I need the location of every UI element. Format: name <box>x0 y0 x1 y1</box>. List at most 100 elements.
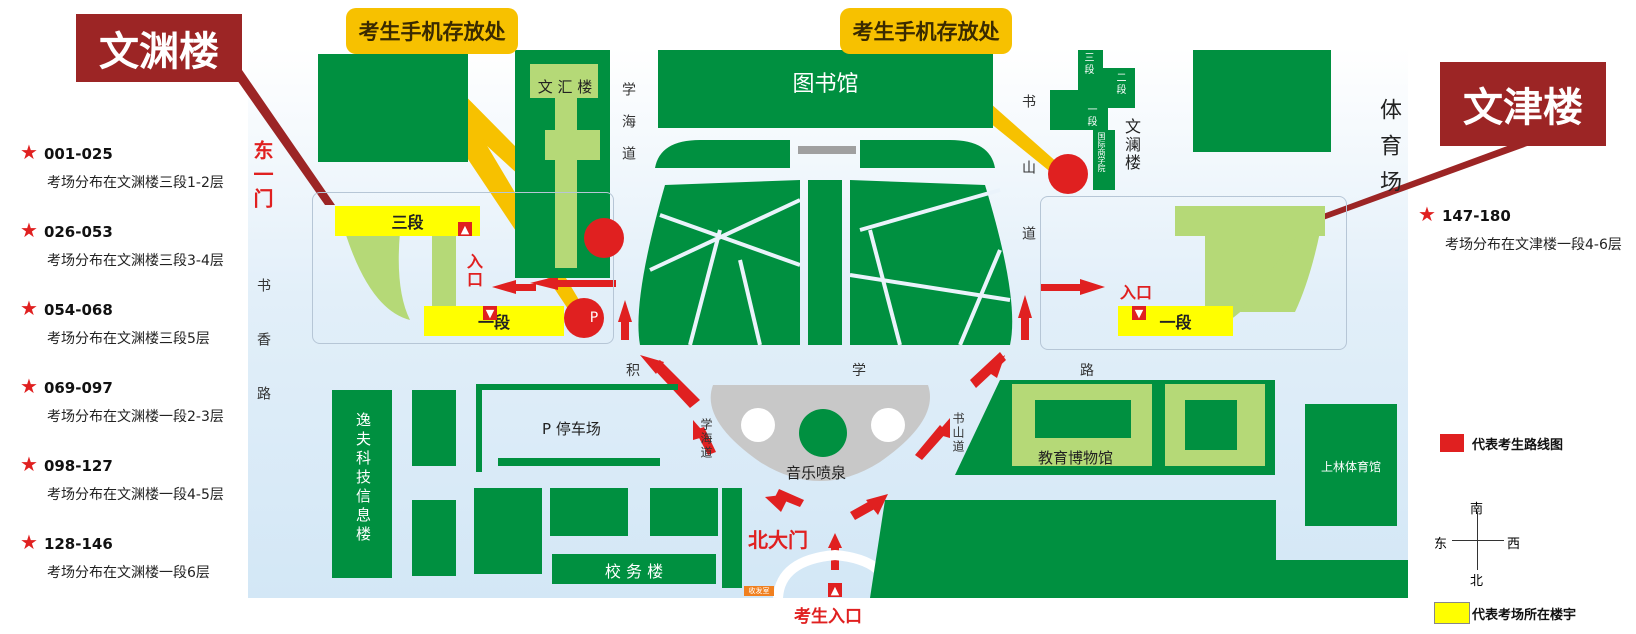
exam-code: 069-097 <box>43 379 113 397</box>
exam-item: ★ 128-146 考场分布在文渊楼一段6层 <box>20 530 260 582</box>
route-legend-swatch <box>1440 434 1464 452</box>
compass-north: 北 <box>1470 574 1484 589</box>
entrance-left-label: 入口 <box>467 252 484 289</box>
exam-item: ★ 054-068 考场分布在文渊楼三段5层 <box>20 296 260 348</box>
wenyuan-seg3-label: 三段 <box>391 213 424 232</box>
wenjin-outline <box>1040 196 1347 350</box>
xiaowu-label: 校 务 楼 <box>604 562 664 581</box>
candidate-entrance-label: 考生入口 <box>794 607 862 627</box>
up-arrow-icon: ▲ <box>458 222 472 236</box>
star-icon: ★ <box>20 374 38 398</box>
wenlan-seg3 <box>1078 50 1103 90</box>
reception-label: 收发室 <box>744 586 774 596</box>
xiaowu-building <box>552 554 716 584</box>
star-icon: ★ <box>20 140 38 164</box>
wenjin-callout-text: 文津楼 <box>1463 85 1583 131</box>
exam-item-right: ★147-180 考场分布在文津楼一段4-6层 <box>1418 202 1636 254</box>
phone-callout-text: 考生手机存放处 <box>852 20 1000 44</box>
wenhui-wing <box>545 130 600 160</box>
building-legend-label: 代表考场所在楼宇 <box>1472 608 1577 623</box>
exam-code: 054-068 <box>43 301 113 319</box>
parking-label: P 停车场 <box>542 420 601 438</box>
yifu-label: 逸夫科技信息楼 <box>354 412 372 545</box>
exam-desc: 考场分布在文津楼一段4-6层 <box>1445 237 1622 253</box>
intl-school-label: 国际商学院 <box>1097 132 1106 172</box>
shanglin-gym <box>1305 404 1397 526</box>
phone-storage-callout: 考生手机存放处 <box>840 8 1012 54</box>
compass-west: 西 <box>1507 537 1521 552</box>
wenjin-wing <box>1205 236 1235 306</box>
museum-label: 教育博物馆 <box>1038 449 1114 467</box>
museum-courtyard <box>1185 400 1237 450</box>
phone-storage-pin <box>584 218 624 258</box>
xuehai-road-label: 学海道 <box>699 418 713 460</box>
intl-school-building <box>1093 130 1115 190</box>
star-icon: ★ <box>20 452 38 476</box>
xuehai-road-label: 学海道 <box>620 82 636 178</box>
compass-line <box>1477 512 1478 570</box>
shuxiang-road-label: 书香路 <box>255 278 271 440</box>
library-building <box>658 50 993 128</box>
east-gate-label: 东一门 <box>250 140 274 212</box>
exam-code: 026-053 <box>43 223 113 241</box>
jixue-road-label: 路 <box>1080 363 1094 379</box>
yifu-building <box>332 390 392 578</box>
exam-item: ★ 026-053 考场分布在文渊楼三段3-4层 <box>20 218 260 270</box>
exam-item: ★ 069-097 考场分布在文渊楼一段2-3层 <box>20 374 260 426</box>
parking-edge <box>498 458 660 466</box>
down-arrow-icon: ▼ <box>1132 306 1146 320</box>
wenlan-seg2-label: 二段 <box>1114 72 1125 96</box>
wenlan-seg2 <box>1103 68 1135 108</box>
wenlan-seg1-label: 一段 <box>1085 104 1096 128</box>
shanglin-gym-label: 上林体育馆 <box>1320 460 1381 474</box>
exam-item: ★ 098-127 考场分布在文渊楼一段4-5层 <box>20 452 260 504</box>
stadium-label: 体育场 <box>1376 98 1401 206</box>
exam-code: 147-180 <box>1441 207 1511 225</box>
route-legend-label: 代表考生路线图 <box>1472 438 1564 453</box>
exam-desc: 考场分布在文渊楼一段6层 <box>47 565 210 581</box>
wenyuan-callout-text: 文渊楼 <box>99 29 219 75</box>
wenyuan-connector <box>432 222 456 310</box>
wenyuan-outline <box>312 192 614 344</box>
jixue-road-label: 学 <box>852 363 866 379</box>
wenyuan-seg3: 三段 <box>335 206 480 236</box>
exam-code: 098-127 <box>43 457 113 475</box>
exam-code: 128-146 <box>43 535 113 553</box>
parking-pin: P <box>564 298 604 338</box>
exam-item: ★001-025 考场分布在文渊楼三段1-2层 <box>20 140 260 192</box>
wenjin-roof <box>1175 206 1325 236</box>
wenlan-seg1 <box>1050 90 1108 130</box>
exam-desc: 考场分布在文渊楼一段2-3层 <box>47 409 224 425</box>
exam-desc: 考场分布在文渊楼一段4-5层 <box>47 487 224 503</box>
building-block <box>1008 500 1276 598</box>
wenhui-roof <box>530 64 598 98</box>
parking-lot <box>476 384 678 472</box>
entrance-right-label: 入口 <box>1120 283 1153 302</box>
down-arrow-icon: ▼ <box>483 306 497 320</box>
star-icon: ★ <box>20 296 38 320</box>
building-block <box>412 390 456 466</box>
phone-storage-callout: 考生手机存放处 <box>346 8 518 54</box>
building-block <box>1276 560 1408 598</box>
building-block <box>412 500 456 576</box>
exam-desc: 考场分布在文渊楼三段1-2层 <box>47 175 224 191</box>
wenyuan-callout: 文渊楼 <box>76 14 242 82</box>
compass-east: 东 <box>1434 537 1448 552</box>
star-icon: ★ <box>20 530 38 554</box>
library-label: 图书馆 <box>792 72 859 97</box>
compass-line <box>1452 540 1504 541</box>
parking-pin-label: P <box>589 310 599 326</box>
star-icon: ★ <box>20 218 38 242</box>
wenlan-label: 文澜楼 <box>1122 118 1141 172</box>
building-block <box>550 488 628 536</box>
shushan-road-label: 书山道 <box>1020 94 1036 292</box>
shushan-road-label: 书山道 <box>951 412 965 454</box>
phone-storage-pin <box>1048 154 1088 194</box>
compass-south: 南 <box>1470 502 1484 517</box>
phone-callout-text: 考生手机存放处 <box>358 20 506 44</box>
exam-desc: 考场分布在文渊楼三段5层 <box>47 331 210 347</box>
wenlan-seg3-label: 三段 <box>1082 52 1093 76</box>
building-block <box>474 488 542 574</box>
fountain-label: 音乐喷泉 <box>786 464 847 482</box>
exam-desc: 考场分布在文渊楼三段3-4层 <box>47 253 224 269</box>
